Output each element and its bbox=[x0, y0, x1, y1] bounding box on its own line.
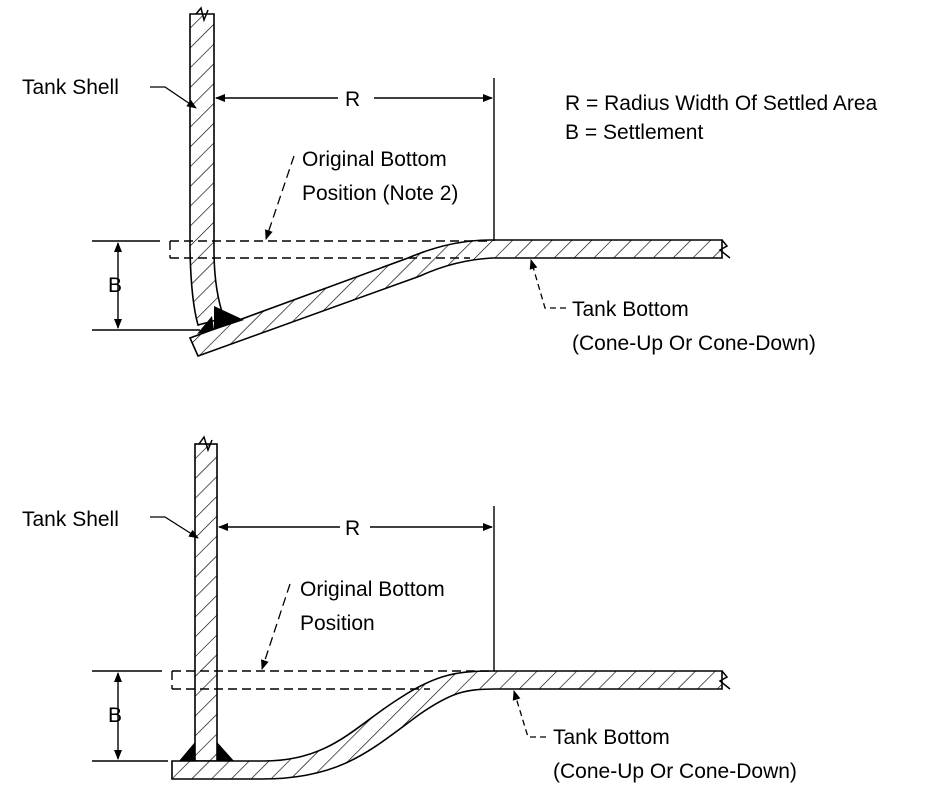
top-tank-shell-label: Tank Shell bbox=[22, 76, 119, 99]
bottom-diagram: B R Tank Shell Original Bottom Position … bbox=[22, 435, 797, 783]
bottom-bottom-break-mark bbox=[718, 670, 731, 690]
bottom-shell-break-mark bbox=[198, 435, 213, 453]
top-bottom-break-mark bbox=[718, 239, 731, 259]
top-bottom-leader bbox=[529, 259, 566, 309]
top-original-bottom-label-1: Original Bottom bbox=[302, 148, 447, 171]
top-original-leader bbox=[265, 155, 295, 240]
top-b-label: B bbox=[108, 274, 122, 297]
bottom-weld-left bbox=[179, 742, 195, 761]
bottom-weld-right bbox=[217, 742, 234, 761]
bottom-r-label: R bbox=[345, 517, 360, 540]
top-weld-left bbox=[197, 316, 214, 334]
legend-b-definition: B = Settlement bbox=[565, 121, 703, 144]
top-tank-shell bbox=[189, 13, 226, 326]
bottom-b-label: B bbox=[108, 704, 122, 727]
bottom-tank-bottom-label-2: (Cone-Up Or Cone-Down) bbox=[553, 760, 797, 783]
top-original-bottom-label-2: Position (Note 2) bbox=[302, 182, 458, 205]
top-original-bottom-line bbox=[169, 240, 490, 259]
top-tank-bottom-label-2: (Cone-Up Or Cone-Down) bbox=[572, 332, 816, 355]
bottom-shell-leader bbox=[150, 516, 199, 539]
legend-r-definition: R = Radius Width Of Settled Area bbox=[565, 92, 878, 115]
bottom-tank-bottom-label-1: Tank Bottom bbox=[553, 726, 670, 749]
bottom-original-leader bbox=[261, 583, 291, 670]
top-shell-break-mark bbox=[195, 6, 209, 23]
bottom-original-bottom-line bbox=[171, 670, 495, 690]
bottom-original-bottom-label-2: Position bbox=[300, 612, 375, 635]
top-weld-right bbox=[214, 306, 244, 330]
bottom-tank-shell-label: Tank Shell bbox=[22, 508, 119, 531]
bottom-bottom-leader bbox=[512, 690, 546, 738]
bottom-original-bottom-label-1: Original Bottom bbox=[300, 578, 445, 601]
top-tank-bottom-label-1: Tank Bottom bbox=[572, 298, 689, 321]
top-diagram: B R Tank Shell Original Bottom Position … bbox=[22, 6, 816, 358]
top-shell-leader bbox=[150, 86, 197, 109]
legend: R = Radius Width Of Settled Area B = Set… bbox=[565, 92, 878, 144]
bottom-tank-shell bbox=[194, 443, 218, 762]
bottom-tank-bottom-plate bbox=[171, 670, 723, 780]
top-r-label: R bbox=[345, 88, 360, 111]
